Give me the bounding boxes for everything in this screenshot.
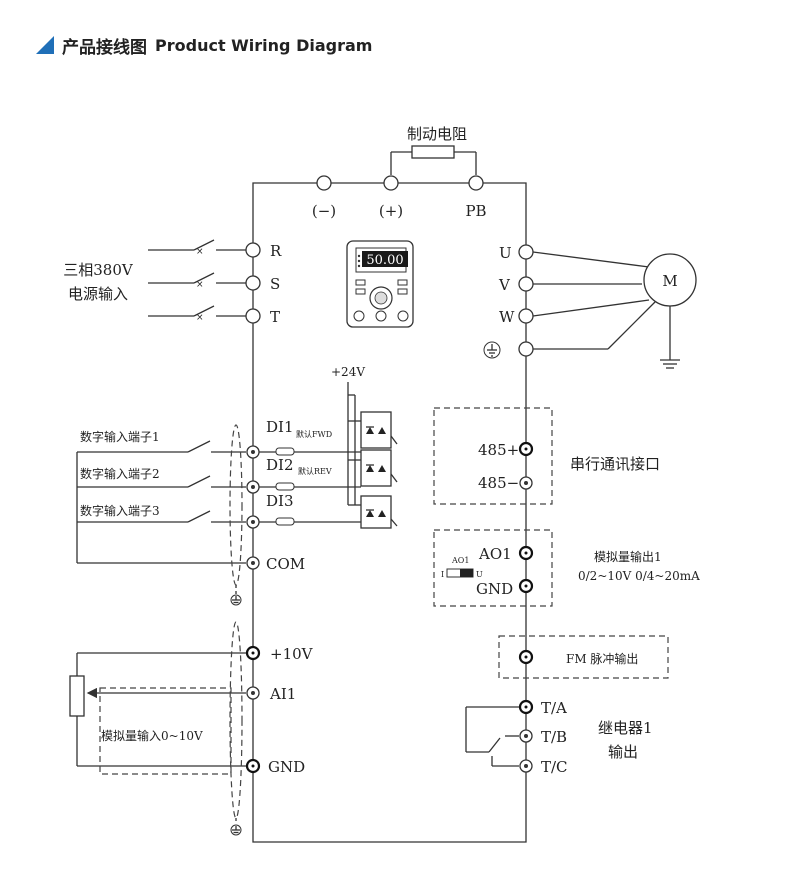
terminal-10v-label: +10V bbox=[270, 645, 314, 663]
ao-switch-label: AO1 bbox=[451, 556, 469, 565]
terminal-ao-gnd-label: GND bbox=[476, 580, 513, 598]
resistor-symbol bbox=[411, 145, 455, 159]
terminal-v bbox=[518, 276, 534, 292]
opto-coupler-2 bbox=[360, 449, 398, 487]
motor-label: M bbox=[662, 272, 677, 290]
digital-input-1-name: 数字输入端子1 bbox=[80, 429, 160, 444]
relay-output: T/A T/B T/C 继电器1 输出 bbox=[465, 699, 653, 776]
pulse-output: FM 脉冲输出 bbox=[498, 635, 669, 679]
serial-interface: 485+ 485− 串行通讯接口 bbox=[433, 407, 660, 505]
terminal-ai-gnd-label: GND bbox=[268, 758, 305, 776]
brake-resistor-label: 制动电阻 bbox=[407, 125, 467, 143]
terminal-di2-note: 默认REV bbox=[298, 466, 332, 476]
terminal-w-label: W bbox=[499, 308, 515, 326]
digital-input-3-name: 数字输入端子3 bbox=[80, 503, 160, 518]
power-input-label-1: 三相380V bbox=[63, 261, 134, 279]
power-input: 三相380V 电源输入 × R × S × T bbox=[63, 239, 282, 326]
dc-minus-label: (−) bbox=[312, 202, 336, 220]
pulse-output-label: FM 脉冲输出 bbox=[566, 651, 638, 666]
serial-interface-label: 串行通讯接口 bbox=[570, 455, 660, 473]
inverter-outline bbox=[252, 182, 527, 843]
terminal-t-label: T bbox=[270, 308, 280, 326]
terminal-ao1-label: AO1 bbox=[478, 545, 512, 563]
terminal-u-label: U bbox=[499, 244, 512, 262]
header-accent-icon bbox=[36, 36, 54, 54]
terminal-s bbox=[245, 275, 261, 291]
terminal-r bbox=[245, 242, 261, 258]
rs485-pos-label: 485+ bbox=[478, 441, 519, 459]
terminal-s-label: S bbox=[270, 275, 280, 293]
page-header: 产品接线图 Product Wiring Diagram bbox=[36, 32, 372, 58]
relay-label-2: 输出 bbox=[608, 743, 638, 761]
terminal-r-label: R bbox=[270, 242, 282, 260]
switch-cross-r: × bbox=[196, 247, 204, 257]
keypad-display: 50.00 bbox=[366, 253, 403, 268]
motor-output: U V W M bbox=[483, 244, 697, 369]
potentiometer bbox=[69, 675, 85, 717]
terminal-pe bbox=[518, 341, 534, 357]
terminal-tb-label: T/B bbox=[541, 728, 567, 746]
analog-output: AO1 I U AO1 GND 模拟量输出1 0/2~10V 0/4~20mA bbox=[433, 529, 700, 607]
terminal-u bbox=[518, 244, 534, 260]
pb-label: PB bbox=[465, 202, 486, 220]
header-title-en: Product Wiring Diagram bbox=[155, 35, 373, 55]
terminal-v-label: V bbox=[498, 276, 511, 294]
terminal-dc-minus bbox=[316, 175, 332, 191]
ground-icon-pe bbox=[483, 341, 501, 359]
header-title-cn: 产品接线图 bbox=[62, 37, 147, 58]
opto-coupler-3 bbox=[360, 495, 398, 529]
ground-icon-di bbox=[230, 594, 242, 606]
terminal-dc-plus bbox=[383, 175, 399, 191]
terminal-tc-label: T/C bbox=[541, 758, 568, 776]
power-input-label-2: 电源输入 bbox=[68, 285, 128, 303]
terminal-di1-note: 默认FWD bbox=[296, 429, 332, 439]
brake-resistor: 制动电阻 bbox=[390, 125, 477, 175]
terminal-ai1-label: AI1 bbox=[269, 685, 296, 703]
digital-input-2-name: 数字输入端子2 bbox=[80, 466, 160, 481]
ao-switch-u: U bbox=[476, 570, 483, 579]
analog-input: +10V AI1 GND 模拟量输入0~10V bbox=[69, 621, 314, 836]
relay-label-1: 继电器1 bbox=[598, 719, 653, 737]
terminal-com-label: COM bbox=[266, 555, 305, 573]
switch-cross-t: × bbox=[196, 313, 204, 323]
terminal-pb bbox=[468, 175, 484, 191]
terminal-t bbox=[245, 308, 261, 324]
opto-coupler-1 bbox=[360, 411, 398, 449]
switch-cross-s: × bbox=[196, 280, 204, 290]
rs485-neg-label: 485− bbox=[478, 474, 519, 492]
dc-plus-label: (+) bbox=[379, 202, 403, 220]
analog-output-label-1: 模拟量输出1 bbox=[594, 549, 662, 564]
supply-24v: +24V bbox=[331, 365, 365, 506]
terminal-di3-label: DI3 bbox=[266, 492, 294, 510]
analog-input-label: 模拟量输入0~10V bbox=[101, 728, 203, 743]
ground-icon-ai bbox=[230, 824, 242, 836]
ao-switch-i: I bbox=[441, 570, 444, 579]
terminal-di1-label: DI1 bbox=[266, 418, 294, 436]
terminal-di2-label: DI2 bbox=[266, 456, 294, 474]
digital-inputs: 数字输入端子1 DI1 默认FWD 数字输入端子2 DI2 默认REV 数字输入… bbox=[76, 418, 361, 606]
dc-terminals: (−) (+) PB bbox=[312, 175, 487, 220]
analog-output-label-2: 0/2~10V 0/4~20mA bbox=[578, 569, 700, 583]
supply-24v-label: +24V bbox=[331, 365, 365, 379]
terminal-w bbox=[518, 308, 534, 324]
terminal-ta-label: T/A bbox=[541, 699, 567, 717]
keypad: 50.00 bbox=[346, 240, 414, 328]
